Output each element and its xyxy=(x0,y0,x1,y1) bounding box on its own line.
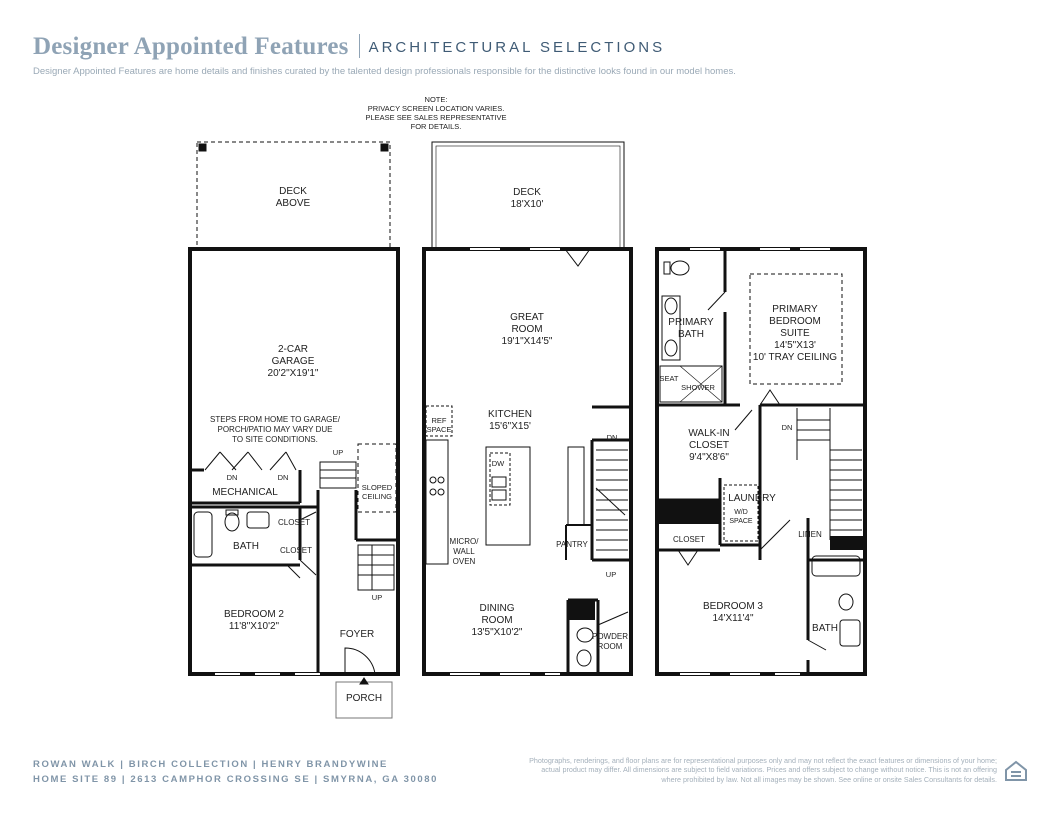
mech-block xyxy=(569,600,595,620)
entry-arrow-icon xyxy=(359,677,369,685)
mechanical-label: MECHANICAL xyxy=(212,487,278,498)
page-title: Designer Appointed Features xyxy=(33,33,349,60)
kitchen-counter xyxy=(425,439,449,565)
bath-label: BATH xyxy=(233,541,259,552)
room-labels: NOTE:PRIVACY SCREEN LOCATION VARIES.PLEA… xyxy=(210,95,838,704)
floor-3-stair xyxy=(797,419,862,531)
deck-above-outline xyxy=(196,141,391,250)
deck-post xyxy=(380,143,389,152)
wall-block xyxy=(657,500,720,524)
closet-label: CLOSET xyxy=(280,546,312,555)
stair-dn-label: DN xyxy=(782,423,793,432)
garage-up-label: UP xyxy=(333,448,343,457)
mechanical-doors xyxy=(204,451,297,471)
shower-label: SHOWER xyxy=(681,383,715,392)
garage-wall xyxy=(190,468,302,505)
footer-address: HOME SITE 89 | 2613 CAMPHOR CROSSING SE … xyxy=(33,774,439,785)
floor-2-stair xyxy=(595,449,628,551)
stair-dn-label: DN xyxy=(607,433,618,442)
garage-steps-note: STEPS FROM HOME TO GARAGE/PORCH/PATIO MA… xyxy=(210,415,341,444)
bath-label: BATH xyxy=(812,623,838,634)
deck-post xyxy=(198,143,207,152)
wd-space-outline xyxy=(723,484,759,542)
dw-label: DW xyxy=(492,459,505,468)
sink xyxy=(246,511,270,529)
footer-disclaimer: Photographs, renderings, and floor plans… xyxy=(529,756,997,784)
floor-2-plan xyxy=(422,141,633,676)
sloped-ceiling-outline xyxy=(357,443,397,513)
powder-sink xyxy=(576,627,594,643)
floor-1-stair xyxy=(357,544,395,591)
privacy-note: NOTE:PRIVACY SCREEN LOCATION VARIES.PLEA… xyxy=(365,95,506,131)
laundry-label: LAUNDRY xyxy=(728,493,776,504)
bathtub xyxy=(193,511,213,558)
interior-wall xyxy=(190,490,320,674)
floor-1-outer-wall xyxy=(188,247,400,676)
page-header: Designer Appointed Features ARCHITECTURAL… xyxy=(33,33,665,61)
toilet xyxy=(224,512,240,532)
garage-steps xyxy=(319,461,357,489)
title-divider xyxy=(358,34,360,58)
stair-up-label: UP xyxy=(372,593,382,602)
closet-label: CLOSET xyxy=(278,518,310,527)
primary-sink xyxy=(664,339,678,357)
kitchen-island xyxy=(485,446,531,546)
footer-community: ROWAN WALK | BIRCH COLLECTION | HENRY BR… xyxy=(33,759,388,770)
linen-label: LINEN xyxy=(798,530,822,539)
closet-label: CLOSET xyxy=(673,535,705,544)
mechanical-dn-label: DN xyxy=(227,473,238,482)
bathtub xyxy=(811,555,861,577)
foyer-label: FOYER xyxy=(340,629,374,640)
bath-3-toilet xyxy=(838,593,854,611)
tray-ceiling-outline xyxy=(749,273,843,385)
page-description: Designer Appointed Features are home det… xyxy=(33,66,736,77)
page-subtitle: ARCHITECTURAL SELECTIONS xyxy=(368,39,666,56)
floor-1-plan xyxy=(188,141,400,719)
deck-door xyxy=(564,248,591,267)
ref-space-outline xyxy=(425,405,453,437)
pantry-label: PANTRY xyxy=(556,540,588,549)
primary-toilet xyxy=(670,260,690,276)
primary-sink xyxy=(664,297,678,315)
shower xyxy=(659,365,723,403)
bath-3-sink xyxy=(839,619,861,647)
front-door xyxy=(344,647,376,675)
mechanical-dn-label: DN xyxy=(278,473,289,482)
seat-label: SEAT xyxy=(659,374,678,383)
equal-housing-icon xyxy=(1005,760,1027,781)
porch-label: PORCH xyxy=(346,693,382,704)
powder-toilet xyxy=(576,649,592,667)
floor-3-plan xyxy=(655,247,867,676)
stair-up-label: UP xyxy=(606,570,616,579)
